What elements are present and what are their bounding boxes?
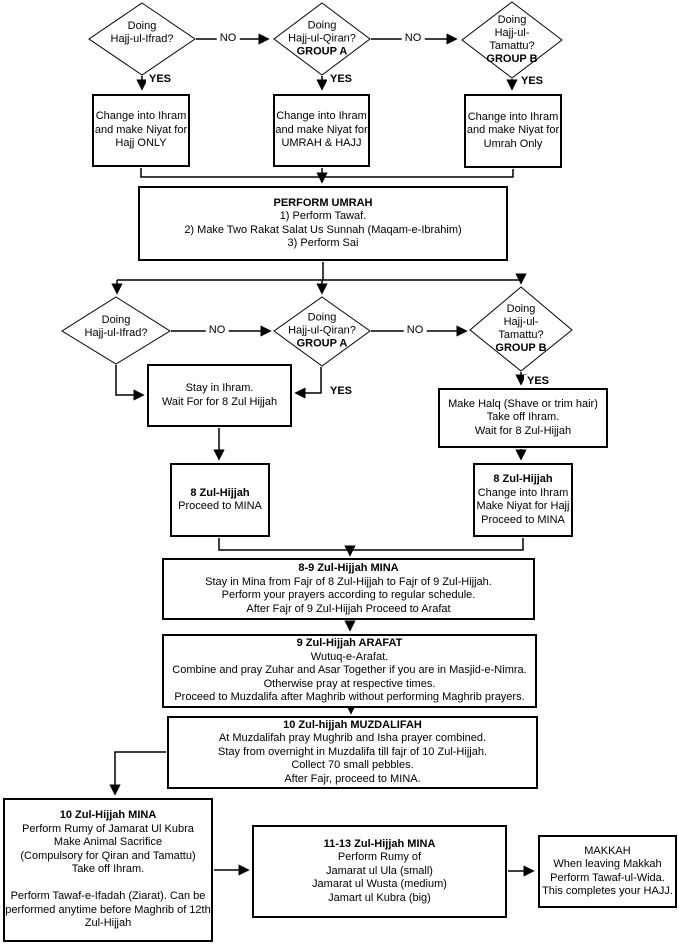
- box-title: 11-13 Zul-Hijjah MINA: [323, 837, 436, 850]
- decision-ifrad-1: Doing Hajj-ul-Ifrad?: [87, 20, 197, 46]
- box-body: Proceed to MINA: [178, 500, 262, 512]
- edge-label-no: NO: [205, 324, 229, 336]
- edge-label-yes: YES: [145, 73, 175, 85]
- decision-group-label: GROUP A: [296, 337, 348, 350]
- box-title: PERFORM UMRAH: [273, 196, 373, 209]
- edge-label-yes: YES: [326, 385, 356, 397]
- box-10-zul-hijjah-muzdalifah: 10 Zul-hijjah MUZDALIFAH At Muzdalifah p…: [167, 716, 538, 789]
- box-8-zul-hijjah-right: 8 Zul-Hijjah Change into Ihram Make Niya…: [473, 463, 573, 537]
- box-change-ihram-umrah-only: Change into Ihram and make Niyat for Umr…: [464, 94, 562, 168]
- box-perform-umrah: PERFORM UMRAH 1) Perform Tawaf. 2) Make …: [138, 186, 508, 261]
- decision-group-label: GROUP B: [486, 53, 538, 65]
- edge-label-yes: YES: [326, 73, 356, 85]
- decision-qiran-1: Doing Hajj-ul-Qiran? GROUP A: [267, 20, 377, 59]
- box-title: 8 Zul-Hijjah: [493, 473, 553, 485]
- box-8-zul-hijjah-left: 8 Zul-Hijjah Proceed to MINA: [170, 463, 270, 537]
- box-body: Perform Rumy of Jamarat Ul Kubra Make An…: [5, 822, 211, 930]
- box-body: MAKKAH When leaving Makkah Perform Tawaf…: [542, 844, 673, 898]
- box-body: Change into Ihram and make Niyat for Umr…: [466, 110, 560, 150]
- decision-label: Doing Hajj-ul-Ifrad?: [110, 20, 174, 45]
- box-body: Perform Rumy of Jamarat ul Ula (small) J…: [312, 851, 447, 904]
- decision-qiran-2: Doing Hajj-ul-Qiran? GROUP A: [267, 312, 377, 351]
- decision-tamattu-2: Doing Hajj-ul- Tamattu? GROUP B: [471, 303, 571, 355]
- box-body: Stay in Mina from Fajr of 8 Zul-Hijjah t…: [205, 575, 492, 615]
- box-change-ihram-umrah-hajj: Change into Ihram and make Niyat for UMR…: [273, 94, 370, 167]
- edge-label-no: NO: [216, 32, 240, 44]
- decision-label: Doing Hajj-ul- Tamattu?: [489, 14, 535, 52]
- box-body: Change into Ihram Make Niyat for Hajj Pr…: [476, 486, 570, 526]
- box-title: 9 Zul-Hijjah ARAFAT: [296, 637, 403, 650]
- decision-group-label: GROUP A: [296, 45, 348, 58]
- edge-label-no: NO: [401, 32, 425, 44]
- decision-ifrad-2: Doing Hajj-ul-Ifrad?: [61, 314, 171, 340]
- box-body: Change into Ihram and make Niyat for UMR…: [275, 110, 368, 150]
- decision-label: Doing Hajj-ul-Qiran?: [288, 19, 356, 45]
- box-change-ihram-hajj-only: Change into Ihram and make Niyat for Haj…: [92, 94, 190, 167]
- box-body: At Muzdalifah pray Mughrib and Isha pray…: [218, 732, 487, 785]
- box-body: Make Halq (Shave or trim hair) Take off …: [448, 397, 598, 437]
- box-makkah: MAKKAH When leaving Makkah Perform Tawaf…: [538, 835, 677, 908]
- box-11-13-zul-hijjah-mina: 11-13 Zul-Hijjah MINA Perform Rumy of Ja…: [252, 825, 507, 918]
- box-10-zul-hijjah-mina: 10 Zul-Hijjah MINA Perform Rumy of Jamar…: [3, 798, 213, 942]
- decision-label: Doing Hajj-ul-Qiran?: [288, 311, 356, 337]
- decision-label: Doing Hajj-ul-Ifrad?: [84, 314, 148, 339]
- box-title: 10 Zul-hijjah MUZDALIFAH: [283, 718, 422, 731]
- box-title: 8-9 Zul-Hijjah MINA: [298, 562, 399, 574]
- box-8-9-zul-hijjah-mina: 8-9 Zul-Hijjah MINA Stay in Mina from Fa…: [162, 558, 535, 620]
- decision-label: Doing Hajj-ul- Tamattu?: [498, 303, 544, 341]
- box-body: Stay in Ihram. Wait For for 8 Zul Hijjah: [161, 382, 278, 408]
- decision-group-label: GROUP B: [495, 342, 547, 354]
- box-stay-in-ihram: Stay in Ihram. Wait For for 8 Zul Hijjah: [147, 364, 292, 427]
- edge-label-yes: YES: [523, 375, 553, 387]
- edge-label-no: NO: [403, 324, 427, 336]
- box-body: Change into Ihram and make Niyat for Haj…: [94, 110, 188, 150]
- edge-label-yes: YES: [517, 75, 547, 87]
- box-body: 1) Perform Tawaf. 2) Make Two Rakat Sala…: [184, 210, 462, 249]
- box-title: 10 Zul-Hijjah MINA: [59, 809, 157, 822]
- box-9-zul-hijjah-arafat: 9 Zul-Hijjah ARAFAT Wutuq-e-Arafat. Comb…: [162, 634, 537, 708]
- box-body: Wutuq-e-Arafat. Combine and pray Zuhar a…: [172, 650, 527, 704]
- decision-tamattu-1: Doing Hajj-ul- Tamattu? GROUP B: [462, 14, 562, 66]
- box-title: 8 Zul-Hijjah: [190, 486, 250, 499]
- box-make-halq: Make Halq (Shave or trim hair) Take off …: [438, 388, 608, 448]
